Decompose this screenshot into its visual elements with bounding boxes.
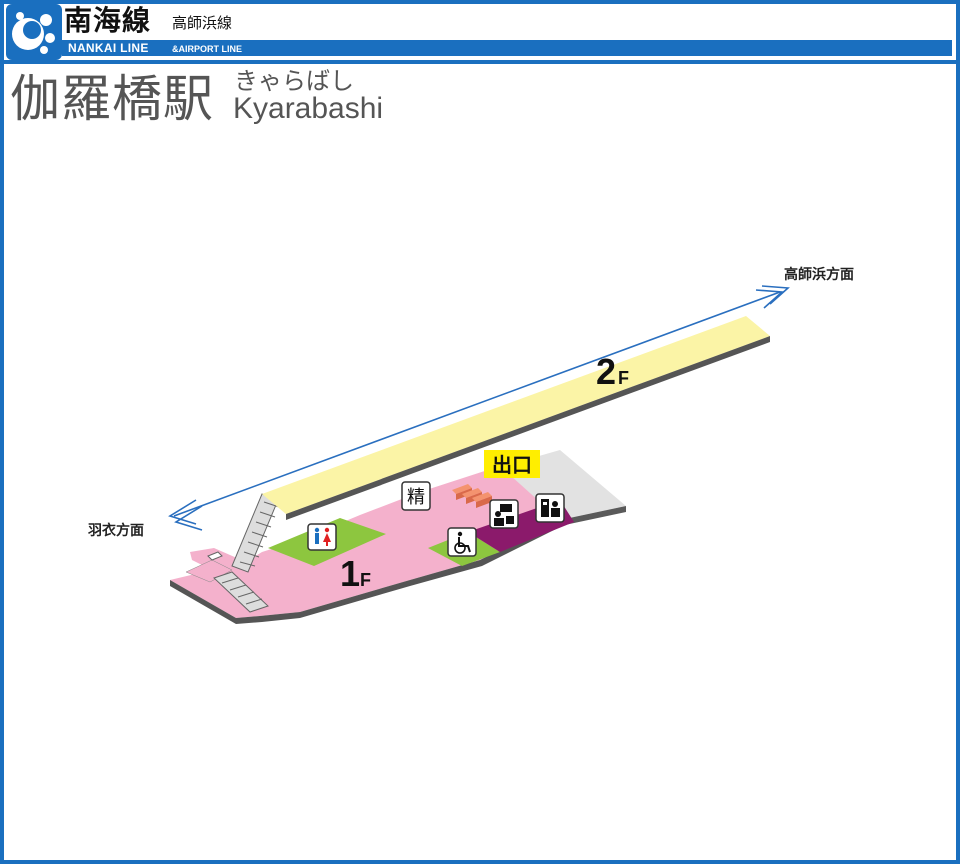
- floor-1f-unit: F: [360, 570, 371, 590]
- direction-south-label: 羽衣方面: [88, 523, 144, 539]
- ticket-machine-icon: [535, 493, 565, 523]
- track-direction-arrow: [168, 285, 790, 531]
- fare-adjustment-icon: 精: [401, 481, 431, 511]
- header-divider: [4, 60, 956, 64]
- line-sub-name-en: &AIRPORT LINE: [172, 44, 243, 54]
- floor-2f-number: 2: [596, 351, 616, 392]
- floor-label-2f: 2 F: [596, 351, 629, 392]
- ticket-gate-icon: [452, 484, 492, 508]
- wheelchair-icon: [447, 527, 477, 557]
- floor-1f-number: 1: [340, 553, 360, 594]
- floor-2f-unit: F: [618, 368, 629, 388]
- platform-2f: [262, 316, 770, 520]
- line-name: 南海線: [64, 4, 152, 37]
- exit-sign: 出口: [484, 450, 540, 478]
- floor-label-1f: 1 F: [340, 553, 371, 594]
- direction-north-label: 高師浜方面: [784, 267, 854, 283]
- station-name-kana: きゃらばし: [234, 67, 354, 95]
- station-name: 伽羅橋駅: [10, 70, 214, 128]
- header-band: [62, 40, 952, 56]
- line-name-en: NANKAI LINE: [68, 41, 149, 55]
- header: [4, 4, 956, 60]
- stairs-icon: [207, 493, 280, 613]
- fare-adjustment-label: 精: [407, 487, 425, 508]
- nankai-logo-icon: [6, 4, 62, 60]
- exit-label: 出口: [492, 453, 532, 477]
- station-name-roman: Kyarabashi: [233, 92, 384, 125]
- line-sub-name: 高師浜線: [172, 14, 233, 32]
- toilet-icon: [307, 523, 337, 551]
- station-office-icon: [489, 499, 519, 529]
